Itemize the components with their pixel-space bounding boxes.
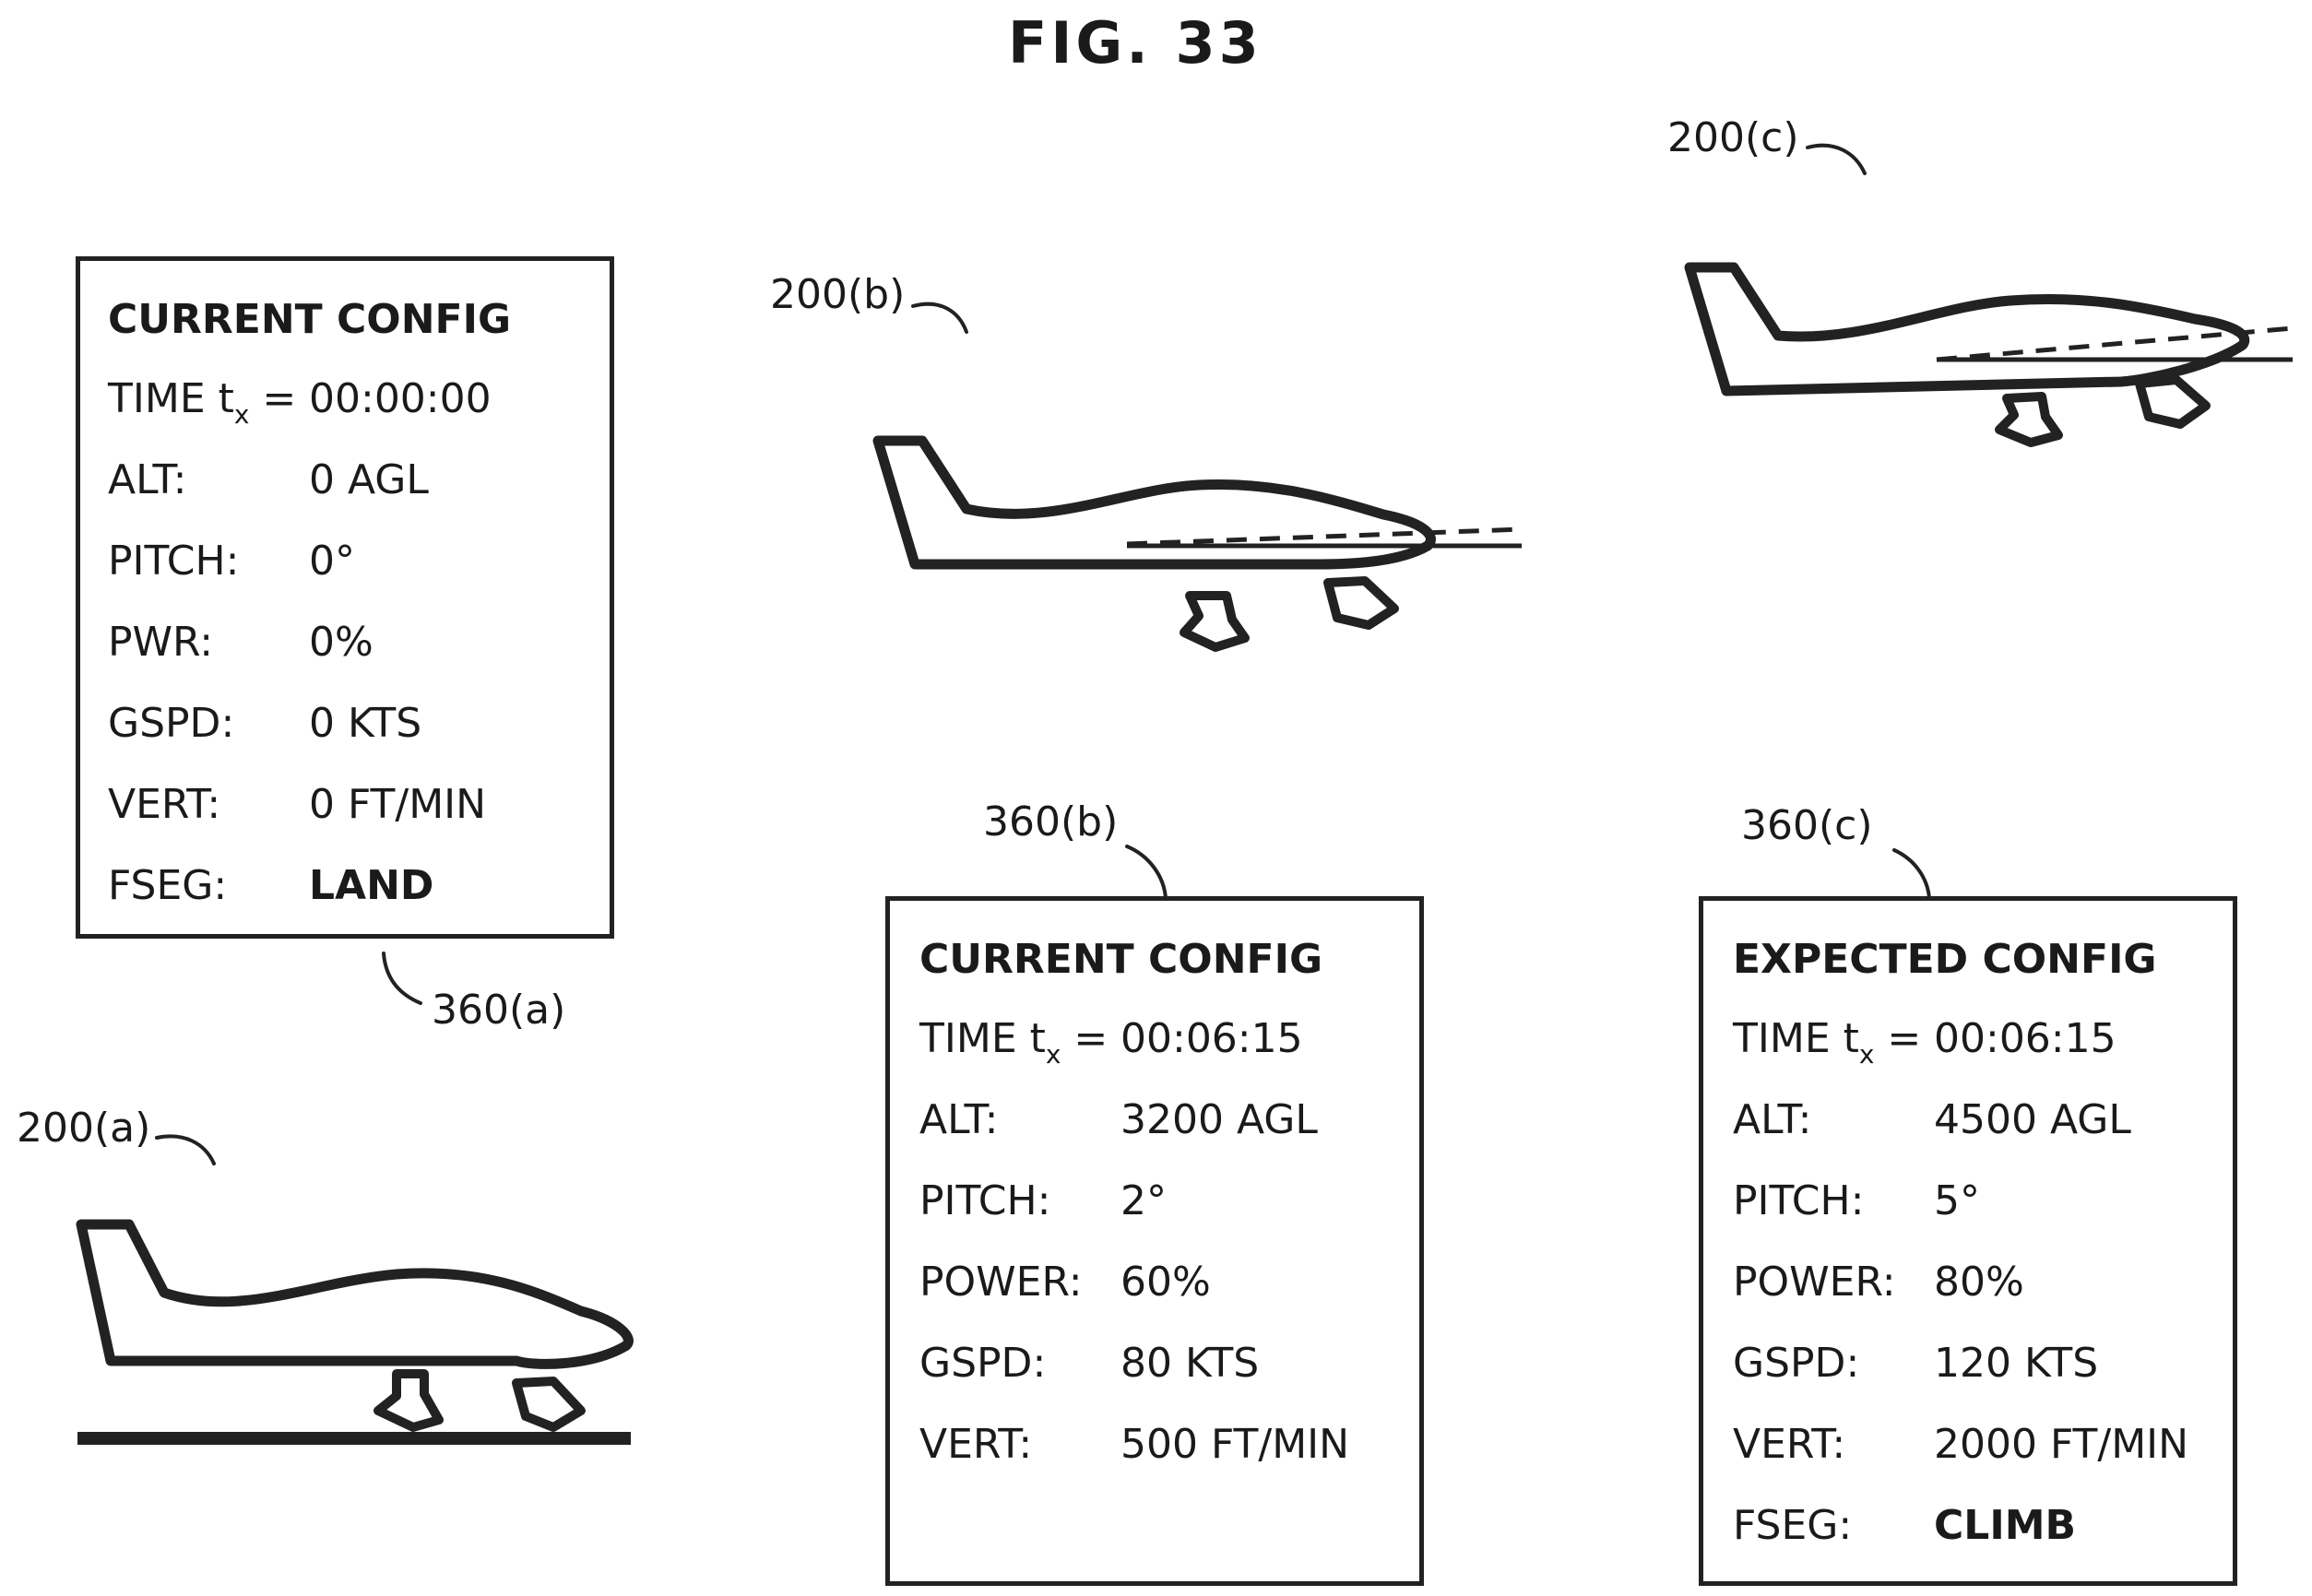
row-value: 5° — [1934, 1177, 1980, 1224]
alt-row: ALT: 0 AGL — [108, 456, 606, 512]
leader-line-360c — [1894, 850, 1929, 898]
ref-label-200c: 200(c) — [1667, 114, 1799, 161]
row-label: POWER: — [1733, 1259, 1896, 1306]
config-panel-c: EXPECTED CONFIG TIME tx = 00:06:15 ALT: … — [1699, 896, 2237, 1586]
alt-row: ALT: 3200 AGL — [919, 1096, 1417, 1152]
ref-label-360c: 360(c) — [1741, 802, 1873, 849]
gspd-row: GSPD: 0 KTS — [108, 700, 606, 755]
row-label: ALT: — [919, 1096, 998, 1143]
row-value: 3200 AGL — [1120, 1096, 1318, 1143]
pitch-row: PITCH: 0° — [108, 538, 606, 593]
leader-line-200b — [913, 304, 966, 332]
vert-row: VERT: 0 FT/MIN — [108, 781, 606, 836]
row-label: FSEG: — [1733, 1502, 1852, 1549]
row-label: POWER: — [919, 1259, 1083, 1306]
row-value: 0 KTS — [309, 700, 421, 747]
leader-line-360a — [384, 953, 421, 1003]
row-label: PITCH: — [1733, 1177, 1864, 1224]
row-value: 0° — [309, 538, 355, 585]
ref-label-360b: 360(b) — [983, 798, 1118, 845]
vert-row: VERT: 2000 FT/MIN — [1733, 1421, 2231, 1476]
time-row: TIME tx = 00:00:00 — [108, 375, 606, 431]
row-value: 0% — [309, 619, 373, 666]
time-label: TIME tx = — [1733, 1015, 1921, 1062]
panel-heading: CURRENT CONFIG — [919, 936, 1322, 983]
row-value: 2° — [1120, 1177, 1167, 1224]
pitch-row: PITCH: 5° — [1733, 1177, 2231, 1233]
alt-row: ALT: 4500 AGL — [1733, 1096, 2231, 1152]
row-label: PITCH: — [108, 538, 239, 585]
row-value: LAND — [309, 862, 433, 909]
row-label: FSEG: — [108, 862, 227, 909]
row-label: GSPD: — [1733, 1340, 1859, 1387]
time-row: TIME tx = 00:06:15 — [919, 1015, 1417, 1070]
row-label: GSPD: — [108, 700, 234, 747]
row-label: ALT: — [108, 456, 186, 503]
row-value: CLIMB — [1934, 1502, 2076, 1549]
panel-heading: CURRENT CONFIG — [108, 296, 511, 343]
row-value: 80% — [1934, 1259, 2024, 1306]
pitch-row: PITCH: 2° — [919, 1177, 1417, 1233]
fseg-row: FSEG: CLIMB — [1733, 1502, 2231, 1557]
row-label: VERT: — [919, 1421, 1032, 1468]
row-value: 0 AGL — [309, 456, 429, 503]
ref-label-200b: 200(b) — [770, 271, 905, 318]
row-label: VERT: — [1733, 1421, 1845, 1468]
time-value: 00:00:00 — [309, 375, 492, 422]
gspd-row: GSPD: 80 KTS — [919, 1340, 1417, 1395]
ref-label-360a: 360(a) — [432, 987, 565, 1034]
time-label: TIME tx = — [108, 375, 296, 422]
vert-row: VERT: 500 FT/MIN — [919, 1421, 1417, 1476]
ref-label-200a: 200(a) — [17, 1105, 150, 1152]
row-value: 4500 AGL — [1934, 1096, 2131, 1143]
pitch-line-b — [1127, 529, 1522, 544]
config-panel-a: CURRENT CONFIG TIME tx = 00:00:00 ALT: 0… — [76, 256, 614, 939]
row-value: 0 FT/MIN — [309, 781, 486, 828]
power-row: POWER: 80% — [1733, 1259, 2231, 1314]
time-value: 00:06:15 — [1120, 1015, 1303, 1062]
row-label: PWR: — [108, 619, 213, 666]
row-label: PITCH: — [919, 1177, 1050, 1224]
power-row: POWER: 60% — [919, 1259, 1417, 1314]
time-row: TIME tx = 00:06:15 — [1733, 1015, 2231, 1070]
leader-line-200c — [1808, 146, 1865, 173]
aircraft-c-icon — [1690, 267, 2245, 443]
time-label: TIME tx = — [919, 1015, 1108, 1062]
gspd-row: GSPD: 120 KTS — [1733, 1340, 2231, 1395]
leader-line-200a — [157, 1136, 214, 1164]
aircraft-a-icon — [81, 1224, 628, 1427]
row-value: 80 KTS — [1120, 1340, 1259, 1387]
power-row: PWR: 0% — [108, 619, 606, 674]
row-value: 120 KTS — [1934, 1340, 2098, 1387]
row-label: ALT: — [1733, 1096, 1811, 1143]
panel-heading: EXPECTED CONFIG — [1733, 936, 2157, 983]
row-value: 60% — [1120, 1259, 1211, 1306]
row-label: VERT: — [108, 781, 220, 828]
row-value: 2000 FT/MIN — [1934, 1421, 2188, 1468]
config-panel-b: CURRENT CONFIG TIME tx = 00:06:15 ALT: 3… — [885, 896, 1424, 1586]
row-value: 500 FT/MIN — [1120, 1421, 1349, 1468]
fseg-row: FSEG: LAND — [108, 862, 606, 917]
time-value: 00:06:15 — [1934, 1015, 2116, 1062]
row-label: GSPD: — [919, 1340, 1046, 1387]
leader-line-360b — [1127, 846, 1166, 898]
